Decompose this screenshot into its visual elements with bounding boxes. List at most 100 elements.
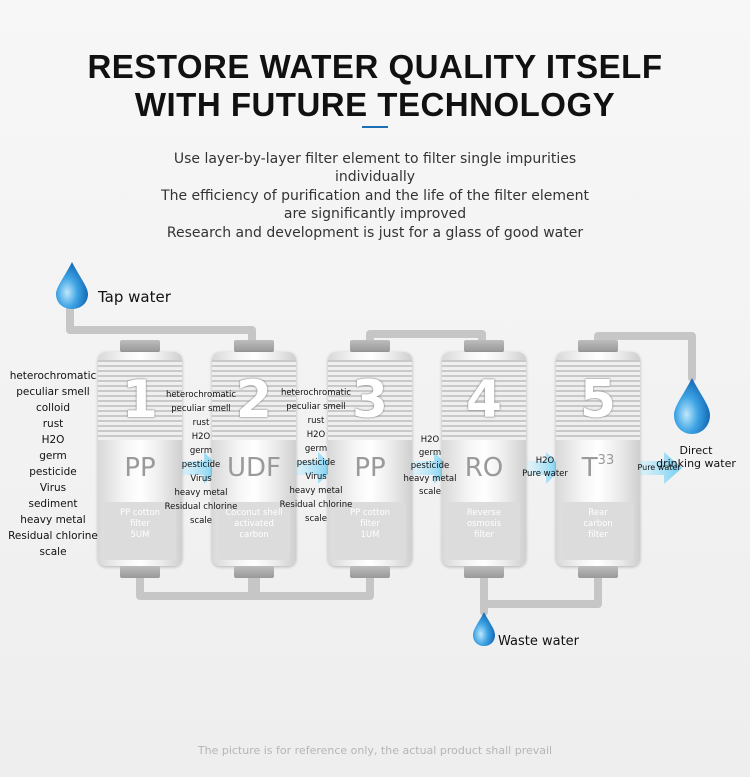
- filter-code-text: RO: [464, 453, 504, 483]
- filter-number: 3: [351, 370, 389, 430]
- water-drop-icon-waste: [473, 612, 495, 646]
- filter-name-line: Coconut shell: [225, 508, 283, 518]
- filter-code-sup: 33: [597, 453, 615, 468]
- filter-name: Rear carbon filter: [562, 502, 634, 560]
- impurity-item: pesticide: [296, 458, 336, 468]
- filter-ribs: [442, 360, 526, 440]
- headline: RESTORE WATER QUALITY ITSELF WITH FUTURE…: [0, 48, 750, 124]
- filter-housing: 2 UDF Coconut shell activated carbon: [212, 352, 296, 566]
- impurity-item: heterochromatic: [9, 370, 97, 382]
- impurity-item: germ: [418, 448, 442, 458]
- impurity-item: H2O: [535, 456, 555, 466]
- filter-name-line: osmosis: [466, 519, 502, 529]
- filter-code: RO: [442, 452, 526, 484]
- impurity-item: rust: [42, 418, 64, 430]
- tap-water-label: Tap water: [98, 288, 171, 306]
- impurity-item: peculiar smell: [171, 404, 231, 414]
- impurity-item: Virus: [39, 482, 67, 494]
- impurity-item: peculiar smell: [16, 386, 90, 398]
- filter-code: UDF: [212, 452, 296, 484]
- filter-housing: 3 PP PP cotton filter 1UM: [328, 352, 412, 566]
- arrow-1-to-2: [174, 452, 220, 484]
- impurity-item: germ: [39, 450, 67, 462]
- filter-number: 2: [235, 370, 273, 430]
- filter-name-line: filter: [130, 519, 150, 529]
- direct-drinking-water-label: Direct drinking water: [656, 444, 736, 470]
- impurity-list-after-filter-2: heterochromatic peculiar smell rust H2O …: [272, 386, 360, 526]
- filter-ribs: [212, 360, 296, 440]
- impurity-item: heavy metal: [403, 474, 457, 484]
- filter-cap-top: [350, 340, 390, 352]
- filter-ribs: [98, 360, 182, 440]
- impurity-item: H2O: [420, 435, 440, 445]
- disclaimer: The picture is for reference only, the a…: [197, 744, 553, 757]
- filter-4: 4 RO Reverse osmosis filter: [442, 340, 526, 580]
- impurity-item: scale: [305, 514, 327, 524]
- filter-number: 5: [579, 370, 617, 430]
- impurity-list-after-filter-5: Pure water: [632, 462, 686, 474]
- filter-ribs: [556, 360, 640, 440]
- filter-name: PP cotton filter 5UM: [104, 502, 176, 560]
- filter-1: 1 PP PP cotton filter 5UM: [98, 340, 182, 580]
- filter-5: 5 T33 Rear carbon filter: [556, 340, 640, 580]
- arrow-2-to-3: [290, 452, 334, 484]
- description: Use layer-by-layer filter element to fil…: [150, 150, 600, 242]
- impurity-item: scale: [419, 487, 441, 497]
- impurity-item: H2O: [191, 432, 211, 442]
- flow-arrows: [174, 452, 682, 484]
- impurity-list-after-filter-4: H2O Pure water: [514, 455, 576, 481]
- impurity-item: heavy metal: [174, 488, 228, 498]
- impurity-item: scale: [39, 546, 67, 558]
- filter-cap-bottom: [578, 566, 618, 578]
- pipe-waste: [480, 574, 602, 608]
- pipe-filter1-to-2: [136, 574, 260, 600]
- filter-housing: 5 T33 Rear carbon filter: [556, 352, 640, 566]
- pipe-tap-inlet: [66, 304, 256, 350]
- impurity-item: pesticide: [410, 461, 450, 471]
- filter-cap-bottom: [120, 566, 160, 578]
- filter-name: PP cotton filter 1UM: [334, 502, 406, 560]
- filter-3: 3 PP PP cotton filter 1UM: [328, 340, 412, 580]
- impurity-item: germ: [189, 446, 213, 456]
- filter-name-line: activated: [234, 519, 274, 529]
- filter-code-text: UDF: [226, 453, 281, 483]
- filter-housing: 4 RO Reverse osmosis filter: [442, 352, 526, 566]
- impurity-item: peculiar smell: [286, 402, 346, 412]
- impurity-item: H2O: [41, 434, 65, 446]
- filter-cap-top: [464, 340, 504, 352]
- impurity-item: Virus: [305, 472, 327, 482]
- impurity-item: Residual chlorine: [164, 502, 238, 512]
- description-line: Research and development is just for a g…: [166, 224, 584, 241]
- impurity-item: Residual chlorine: [279, 500, 353, 510]
- filter-name-line: filter: [360, 519, 380, 529]
- description-line: Use layer-by-layer filter element to fil…: [173, 151, 577, 186]
- filter-name-line: Rear: [588, 508, 608, 518]
- impurity-list-tap: heterochromatic peculiar smell colloid r…: [0, 368, 106, 560]
- filter-cap-bottom: [350, 566, 390, 578]
- impurity-item: H2O: [306, 430, 326, 440]
- filter-cap-top: [578, 340, 618, 352]
- filter-name-line: carbon: [239, 530, 269, 540]
- filter-name-line: PP cotton: [349, 508, 391, 518]
- title-accent-bar: [362, 126, 388, 128]
- description-line: The efficiency of purification and the l…: [161, 187, 589, 223]
- impurity-item: scale: [190, 516, 212, 526]
- impurity-item: heterochromatic: [165, 390, 237, 400]
- impurity-item: rust: [307, 416, 325, 426]
- impurity-item: Virus: [190, 474, 212, 484]
- impurity-item: pesticide: [29, 466, 77, 478]
- impurity-item: sediment: [28, 498, 78, 510]
- impurity-item: heterochromatic: [280, 388, 352, 398]
- impurity-item: Pure water: [522, 469, 568, 479]
- filter-name-line: filter: [588, 530, 608, 540]
- filter-2: 2 UDF Coconut shell activated carbon: [212, 340, 296, 580]
- filter-name-line: Reverse: [466, 508, 502, 518]
- filter-code-text: T: [581, 453, 598, 483]
- filter-code-text: PP: [354, 453, 386, 483]
- filter-code: PP: [98, 452, 182, 484]
- pipe-filter2-to-3: [248, 574, 374, 600]
- arrow-4-to-5: [524, 452, 562, 484]
- filter-number: 4: [465, 370, 503, 430]
